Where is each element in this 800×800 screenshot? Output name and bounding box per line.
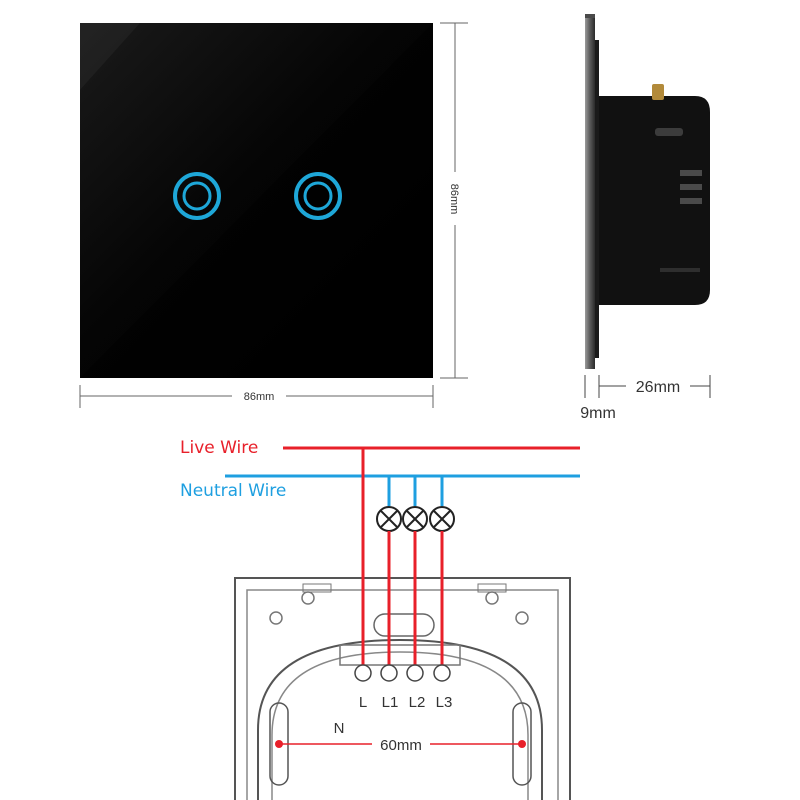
mount-spacing-label: 60mm <box>380 737 422 754</box>
terminal-screw-l1 <box>380 664 398 682</box>
mount-screw <box>652 84 664 100</box>
frame-strip <box>595 40 599 358</box>
glass-thickness-label: 9mm <box>580 405 616 422</box>
width-dimension <box>79 385 434 408</box>
terminal-screw-l <box>354 664 372 682</box>
terminal-label-l2: L2 <box>409 694 426 711</box>
height-dimension <box>440 22 468 379</box>
glass-reflection <box>80 23 433 378</box>
live-wire-label: Live Wire <box>180 438 258 458</box>
backplate-center-slot <box>373 613 435 637</box>
front-panel: 86mm 86mm <box>79 22 468 408</box>
side-dimension <box>584 375 711 398</box>
depth-label: 26mm <box>636 379 680 396</box>
backplate-hole-3 <box>269 611 283 625</box>
backplate-hole-4 <box>515 611 529 625</box>
height-label: 86mm <box>448 184 460 215</box>
glass-edge-top <box>585 14 595 18</box>
touch-button-left-outer-ring <box>173 172 221 220</box>
touch-button-right-inner-ring <box>303 181 333 211</box>
body-slot-5 <box>660 268 700 272</box>
touch-button-right-outer-ring <box>294 172 342 220</box>
backplate-top-tab-left <box>302 583 332 593</box>
side-view: 26mm 9mm <box>580 14 711 422</box>
width-label: 86mm <box>244 391 275 403</box>
touch-button-left[interactable] <box>173 172 221 220</box>
terminal-label-l1: L1 <box>382 694 399 711</box>
switch-body <box>599 96 710 305</box>
wiring-diagram: Live Wire Neutral Wire <box>180 438 580 800</box>
backplate-hole-2 <box>485 591 499 605</box>
body-slot-3 <box>680 184 702 190</box>
mount-spacing-dimension <box>275 740 526 748</box>
lamp-icon <box>429 506 455 532</box>
terminal-screw-l2 <box>406 664 424 682</box>
neutral-wire-label: Neutral Wire <box>180 481 286 501</box>
backplate-top-tab-right <box>477 583 507 593</box>
backplate-outline <box>234 577 571 800</box>
terminal-housing <box>257 638 543 800</box>
touch-button-left-inner-ring <box>182 181 212 211</box>
lamp-icon <box>376 506 402 532</box>
terminal-housing-inner <box>271 651 529 800</box>
terminal-label-l3: L3 <box>436 694 453 711</box>
terminal-screw-l3 <box>433 664 451 682</box>
backplate-inner-outline <box>246 589 559 800</box>
glass-edge <box>585 14 595 369</box>
body-slot-1 <box>655 128 683 136</box>
lamp-icon <box>402 506 428 532</box>
terminal-label-l: L <box>359 694 367 711</box>
neutral-terminal-label: N <box>334 720 345 737</box>
touch-button-right[interactable] <box>294 172 342 220</box>
body-slot-2 <box>680 170 702 176</box>
glass-highlight <box>80 23 140 90</box>
backplate-hole-1 <box>301 591 315 605</box>
backplate <box>234 577 571 800</box>
terminal-block <box>339 644 461 666</box>
body-slot-4 <box>680 198 702 204</box>
